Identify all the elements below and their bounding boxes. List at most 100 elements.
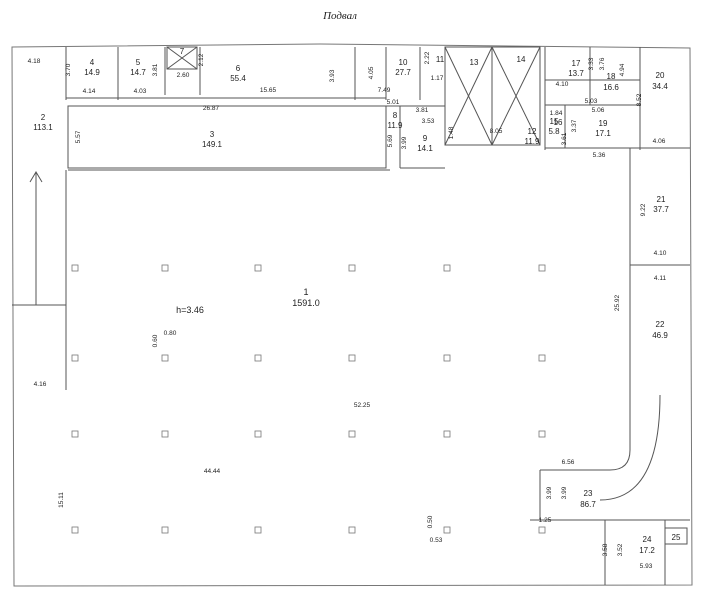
dimension-label: 3.93 <box>329 69 336 82</box>
dimension-label: 6.56 <box>562 459 575 466</box>
room-22-number: 22 <box>656 320 665 329</box>
room-10-number: 10 <box>399 58 408 67</box>
room-23-area: 86.7 <box>580 500 596 509</box>
room-24-number: 24 <box>643 535 652 544</box>
room-17-number: 17 <box>572 59 581 68</box>
room-9-number: 9 <box>423 134 428 143</box>
room-5-area: 14.7 <box>130 68 146 77</box>
dimension-label: 1.84 <box>550 110 563 117</box>
room-12-number: 12 <box>528 127 537 136</box>
room-12-area: 11.9 <box>525 137 541 146</box>
dimension-label: 7.49 <box>378 87 391 94</box>
column-marker <box>254 264 262 272</box>
column-marker <box>348 264 356 272</box>
column-marker <box>443 430 451 438</box>
dimension-label: 3.58 <box>602 543 609 556</box>
room-6-area: 55.4 <box>230 74 246 83</box>
dimension-label: 3.61 <box>561 132 568 145</box>
dimension-label: 0.80 <box>164 330 177 337</box>
dimension-label: 3.99 <box>546 486 553 499</box>
column-grid <box>71 264 546 534</box>
column-marker <box>348 354 356 362</box>
room-8-area: 11.9 <box>388 121 404 130</box>
column-marker <box>443 264 451 272</box>
room-24-area: 17.2 <box>639 546 655 555</box>
column-marker <box>254 354 262 362</box>
dimension-label: 4.10 <box>654 250 667 257</box>
column-marker <box>71 430 79 438</box>
column-marker <box>161 526 169 534</box>
room-3-number: 3 <box>210 130 215 139</box>
dimension-label: 3.99 <box>561 486 568 499</box>
dimension-label: 3.53 <box>422 118 435 125</box>
dimension-label: 8.05 <box>490 128 503 135</box>
column-marker <box>71 264 79 272</box>
room-23-number: 23 <box>584 489 593 498</box>
room-6-number: 6 <box>236 64 241 73</box>
dimension-label: 4.18 <box>28 58 41 65</box>
dimension-label: 8.52 <box>636 93 643 106</box>
column-marker <box>538 264 546 272</box>
room-8-number: 8 <box>393 111 398 120</box>
room-9-area: 14.1 <box>417 144 433 153</box>
room-13-number: 13 <box>470 58 479 67</box>
column-marker <box>538 354 546 362</box>
dimension-label: 15.65 <box>260 87 277 94</box>
dimension-label: 5.01 <box>387 99 400 106</box>
dimension-label: 4.14 <box>83 88 96 95</box>
dimension-label: 1.48 <box>448 126 455 139</box>
column-marker <box>71 526 79 534</box>
dimension-label: 0.53 <box>430 537 443 544</box>
room-19-area: 17.1 <box>595 129 611 138</box>
dimension-label: 3.81 <box>416 107 429 114</box>
room-20-area: 34.4 <box>652 82 668 91</box>
dimension-label: 4.05 <box>368 66 375 79</box>
room-3-area: 149.1 <box>202 140 223 149</box>
room-5-number: 5 <box>136 58 141 67</box>
room-17-area: 13.7 <box>568 69 584 78</box>
room-19-number: 19 <box>599 119 608 128</box>
dimension-label: 3.76 <box>599 57 606 70</box>
column-marker <box>254 526 262 534</box>
room-4-number: 4 <box>90 58 95 67</box>
column-marker <box>71 354 79 362</box>
dimension-label: 4.16 <box>34 381 47 388</box>
dimension-label: 0.50 <box>427 515 434 528</box>
dimension-label: 44.44 <box>204 468 221 475</box>
dimension-label: 2.22 <box>424 51 431 64</box>
dimension-label: 3.70 <box>65 63 72 76</box>
dimension-label: 3.37 <box>571 119 578 132</box>
column-marker <box>254 430 262 438</box>
column-marker <box>161 264 169 272</box>
dimension-label: 1.25 <box>539 517 552 524</box>
dimension-label: 3.81 <box>152 63 159 76</box>
dimension-label: 26.87 <box>203 105 220 112</box>
dimension-label: 4.03 <box>134 88 147 95</box>
ceiling-height-note: h=3.46 <box>176 305 204 315</box>
column-marker <box>161 354 169 362</box>
dimension-label: 4.11 <box>654 275 667 282</box>
dimension-label: 3.99 <box>401 136 408 149</box>
room-16-number: 16 <box>554 118 563 127</box>
room-2-number: 2 <box>41 113 46 122</box>
room-18-area: 16.6 <box>603 83 619 92</box>
dimension-label: 4.06 <box>653 138 666 145</box>
dimension-label: 0.60 <box>152 334 159 347</box>
dimension-label: 15.11 <box>58 492 65 508</box>
dimension-label: 5.36 <box>593 152 606 159</box>
room-20-number: 20 <box>656 71 665 80</box>
plan-title: Подвал <box>323 10 357 22</box>
dimension-label: 1.17 <box>431 75 444 82</box>
room-15-area-label: 5.8 <box>548 127 560 136</box>
room-15-number-label: 15 <box>550 117 559 126</box>
room-4-area: 14.9 <box>84 68 100 77</box>
dimension-label: 3.52 <box>617 543 624 556</box>
room-21-area: 37.7 <box>653 205 669 214</box>
room-10-area: 27.7 <box>395 68 411 77</box>
column-marker <box>538 526 546 534</box>
dimension-label: 52.25 <box>354 402 371 409</box>
room-22-area: 46.9 <box>652 331 668 340</box>
room-2-area: 113.1 <box>33 123 53 132</box>
dimension-label: 2.60 <box>177 72 190 79</box>
